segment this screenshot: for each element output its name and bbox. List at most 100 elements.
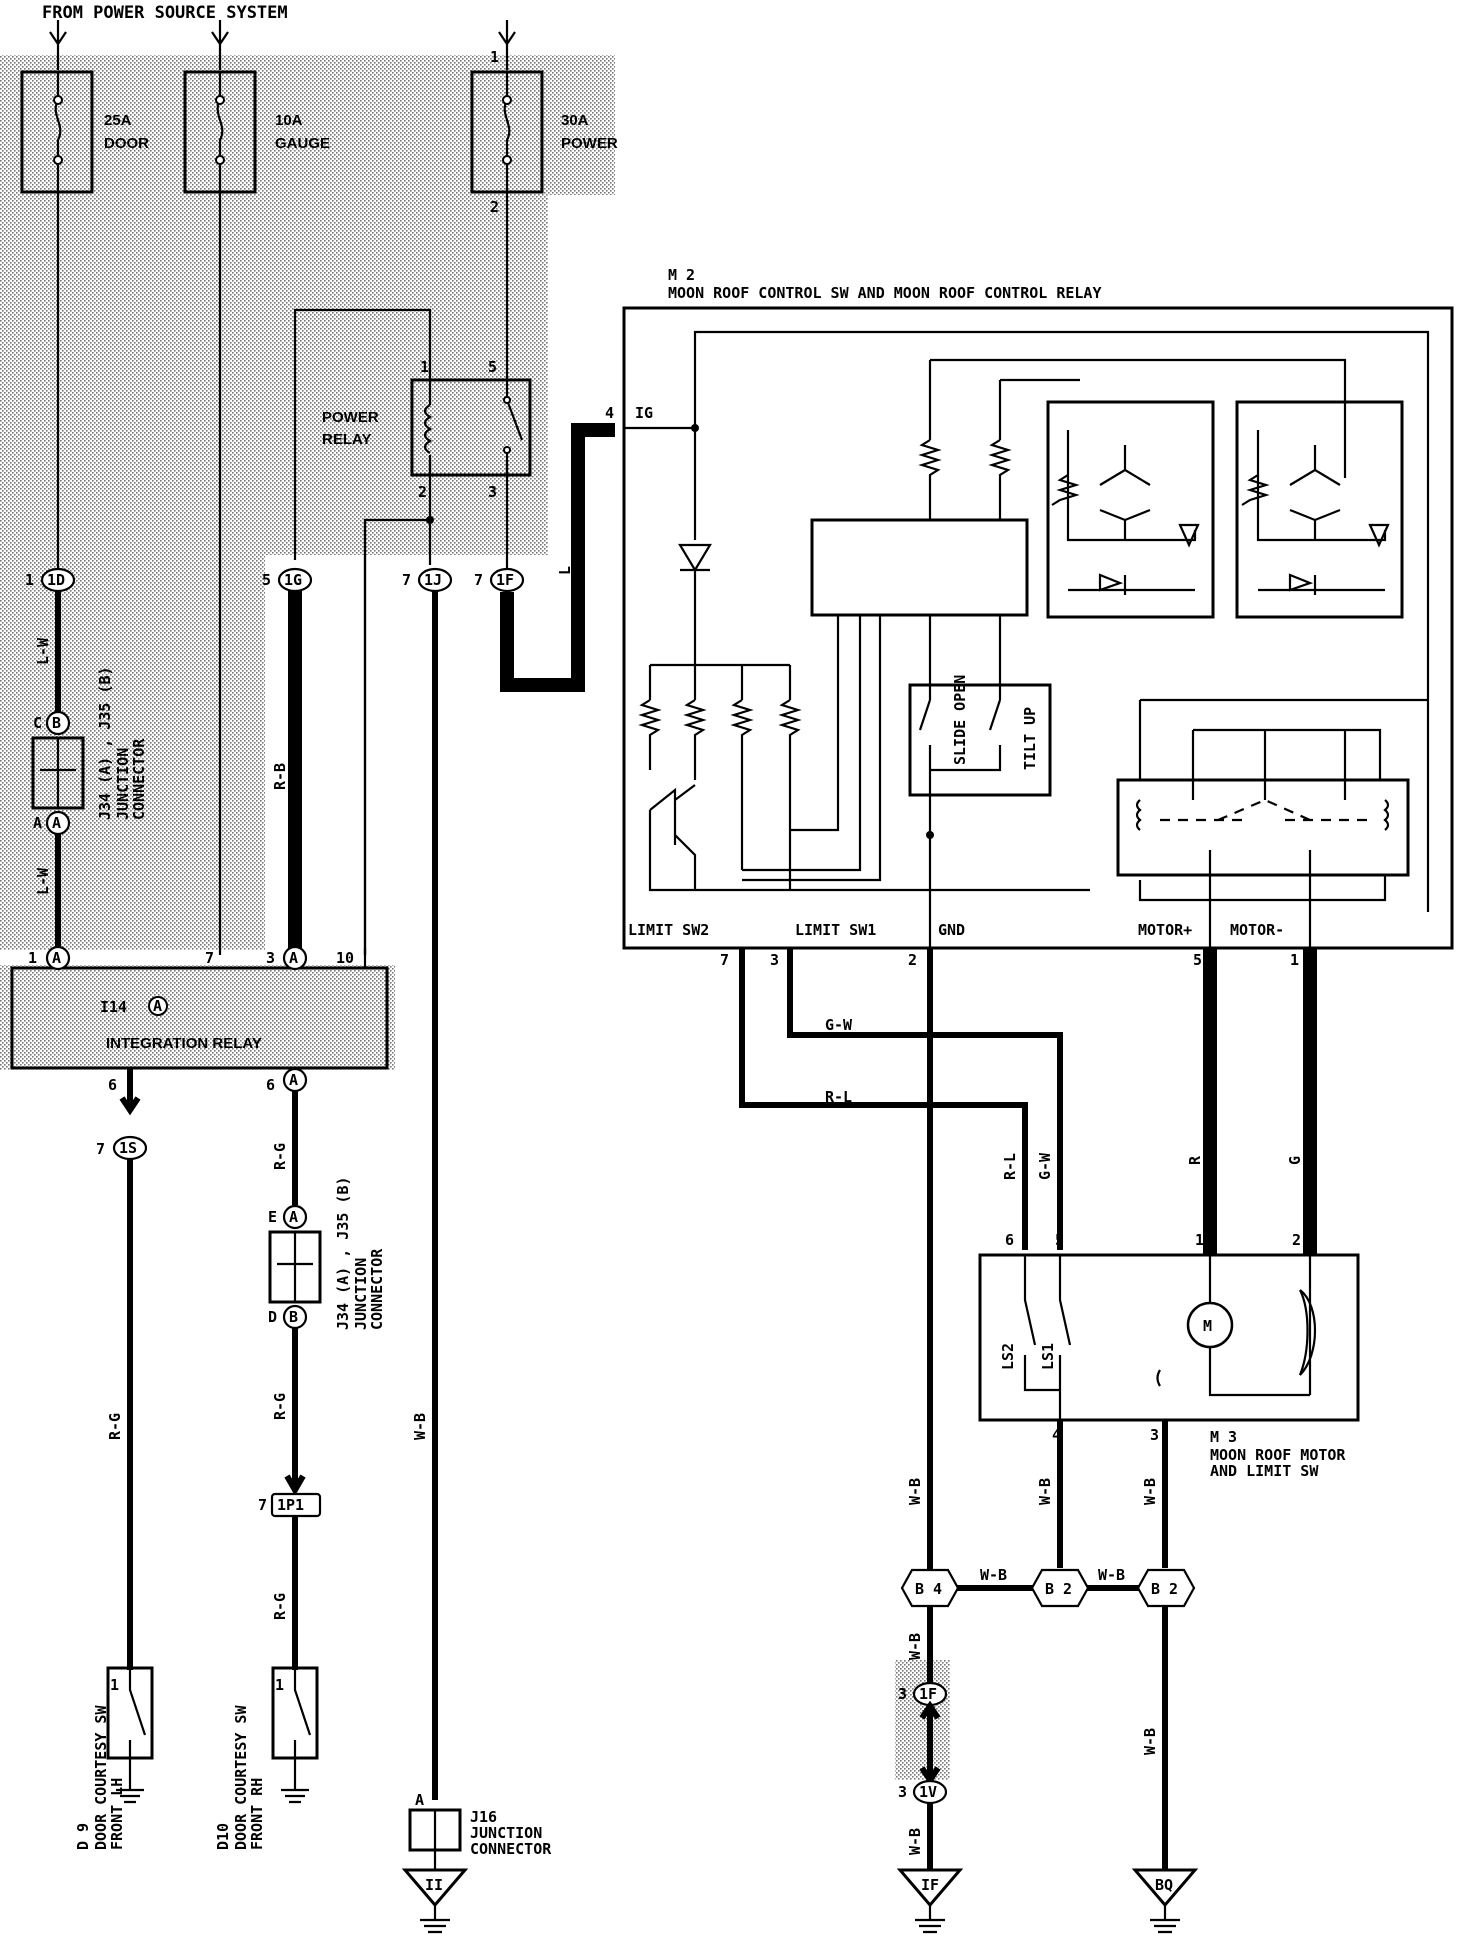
svg-text:4: 4 [605,404,614,422]
svg-text:C: C [33,714,42,732]
svg-text:DOOR COURTESY SW: DOOR COURTESY SW [92,1705,110,1850]
svg-text:3: 3 [488,483,497,501]
svg-text:3: 3 [898,1783,907,1801]
svg-text:1G: 1G [284,571,302,589]
svg-text:R-G: R-G [106,1413,124,1440]
svg-text:6: 6 [1005,1231,1014,1249]
svg-text:W-B: W-B [906,1828,924,1855]
svg-text:1: 1 [1290,951,1299,969]
svg-text:DOOR COURTESY SW: DOOR COURTESY SW [232,1705,250,1850]
svg-text:W-B: W-B [1141,1478,1159,1505]
rg-left: 7 1S R-G [96,1068,148,1670]
svg-text:1: 1 [420,358,429,376]
svg-text:A: A [52,949,61,967]
svg-text:1: 1 [110,1676,119,1694]
svg-text:M 2: M 2 [668,266,695,284]
power-relay-label-1: POWER [322,409,379,426]
ground-wires: W-B W-B W-B W-B W-B B 4 B 2 B 2 W-B 3 1F… [896,1420,1199,1934]
svg-text:1F: 1F [919,1685,937,1703]
lw-wire: L-W C B A A L-W J34 (A) , J35 (B) JUNCTI… [31,591,148,948]
svg-text:CONNECTOR: CONNECTOR [470,1840,552,1858]
svg-text:LIMIT SW2: LIMIT SW2 [628,921,709,939]
svg-text:IF: IF [921,1876,939,1894]
svg-text:R-B: R-B [271,763,289,790]
svg-text:R-G: R-G [271,1393,289,1420]
svg-text:W-B: W-B [411,1413,429,1440]
svg-text:1P1: 1P1 [277,1496,304,1514]
svg-text:W-B: W-B [906,1478,924,1505]
svg-text:10: 10 [336,949,354,967]
integration-relay-name: INTEGRATION RELAY [106,1035,262,1052]
svg-text:J34 (A) , J35 (B): J34 (A) , J35 (B) [334,1176,352,1330]
svg-text:W-B: W-B [906,1633,924,1660]
svg-text:7: 7 [96,1140,105,1158]
svg-text:G: G [1286,1156,1304,1165]
svg-text:JUNCTION: JUNCTION [114,748,132,820]
svg-text:MOON ROOF CONTROL SW AND MOON: MOON ROOF CONTROL SW AND MOON ROOF CONTR… [668,284,1101,302]
svg-text:7: 7 [720,951,729,969]
moonroof-motor: LS2 LS1 M 4 3 M 3 MOON ROOF MOTOR AND LI… [978,1253,1360,1480]
control-to-motor-wires: G-W R-L R-L G-W R G 6 5 1 2 [739,948,1317,1595]
svg-text:GND: GND [938,921,965,939]
rb-wire: R-B [271,520,367,955]
svg-text:A: A [153,997,162,1015]
moonroof-control: M 2 MOON ROOF CONTROL SW AND MOON ROOF C… [605,266,1454,969]
svg-text:2: 2 [1292,1231,1301,1249]
svg-text:W-B: W-B [980,1566,1007,1584]
svg-text:G-W: G-W [825,1016,853,1034]
svg-text:1: 1 [28,949,37,967]
svg-text:L-W: L-W [34,867,52,895]
svg-text:1J: 1J [424,571,442,589]
svg-text:1S: 1S [119,1139,137,1157]
svg-text:SLIDE OPEN: SLIDE OPEN [951,675,969,765]
svg-text:7: 7 [205,949,214,967]
svg-text:FRONT RH: FRONT RH [248,1778,266,1850]
svg-text:B: B [289,1308,298,1326]
svg-text:2: 2 [490,198,499,216]
svg-text:BQ: BQ [1155,1876,1173,1894]
header-text: FROM POWER SOURCE SYSTEM [42,3,288,23]
svg-text:5: 5 [488,358,497,376]
svg-text:1F: 1F [496,571,514,589]
svg-text:J34 (A) , J35 (B): J34 (A) , J35 (B) [96,666,114,820]
svg-text:A: A [289,949,298,967]
svg-text:4: 4 [1052,1426,1061,1444]
svg-text:D: D [268,1308,277,1326]
svg-text:1: 1 [275,1676,284,1694]
svg-text:7: 7 [474,571,483,589]
svg-text:D10: D10 [214,1823,232,1850]
svg-text:B 2: B 2 [1151,1580,1178,1598]
svg-text:G-W: G-W [1036,1152,1054,1180]
svg-text:R-G: R-G [271,1143,289,1170]
incoming-arrows [49,20,516,70]
svg-text:J16: J16 [470,1808,497,1826]
svg-text:W-B: W-B [1036,1478,1054,1505]
l-wire: L [500,423,615,692]
svg-text:3: 3 [266,949,275,967]
svg-text:1: 1 [490,48,499,66]
rg-right: R-G E A D B J34 (A) , J35 (B) JUNCTION C… [258,1091,386,1670]
svg-text:B: B [52,714,61,732]
svg-text:5: 5 [262,571,271,589]
svg-text:A: A [289,1208,298,1226]
svg-text:1: 1 [25,571,34,589]
svg-text:LS1: LS1 [1039,1343,1057,1370]
svg-text:3: 3 [770,951,779,969]
svg-text:5: 5 [1193,951,1202,969]
shaded-regions [0,55,950,1780]
svg-text:AND LIMIT SW: AND LIMIT SW [1210,1462,1319,1480]
svg-text:W-B: W-B [1141,1728,1159,1755]
svg-text:6: 6 [266,1076,275,1094]
power-relay: 1 5 2 3 POWER RELAY [322,358,532,501]
svg-text:LIMIT SW1: LIMIT SW1 [795,921,876,939]
wb-j16: W-B A J16 JUNCTION CONNECTOR II [401,591,552,1934]
svg-text:CONNECTOR: CONNECTOR [130,738,148,820]
svg-text:5: 5 [1055,1231,1064,1249]
svg-text:A: A [52,814,61,832]
integration-relay: A 1 7 3 A 10 I14 A INTEGRATION RELAY 6 6… [10,945,389,1094]
svg-text:B 4: B 4 [915,1580,942,1598]
door-courtesy-rh: 1 D10 DOOR COURTESY SW FRONT RH [214,1666,319,1850]
svg-text:3: 3 [898,1685,907,1703]
svg-text:L-W: L-W [34,637,52,665]
